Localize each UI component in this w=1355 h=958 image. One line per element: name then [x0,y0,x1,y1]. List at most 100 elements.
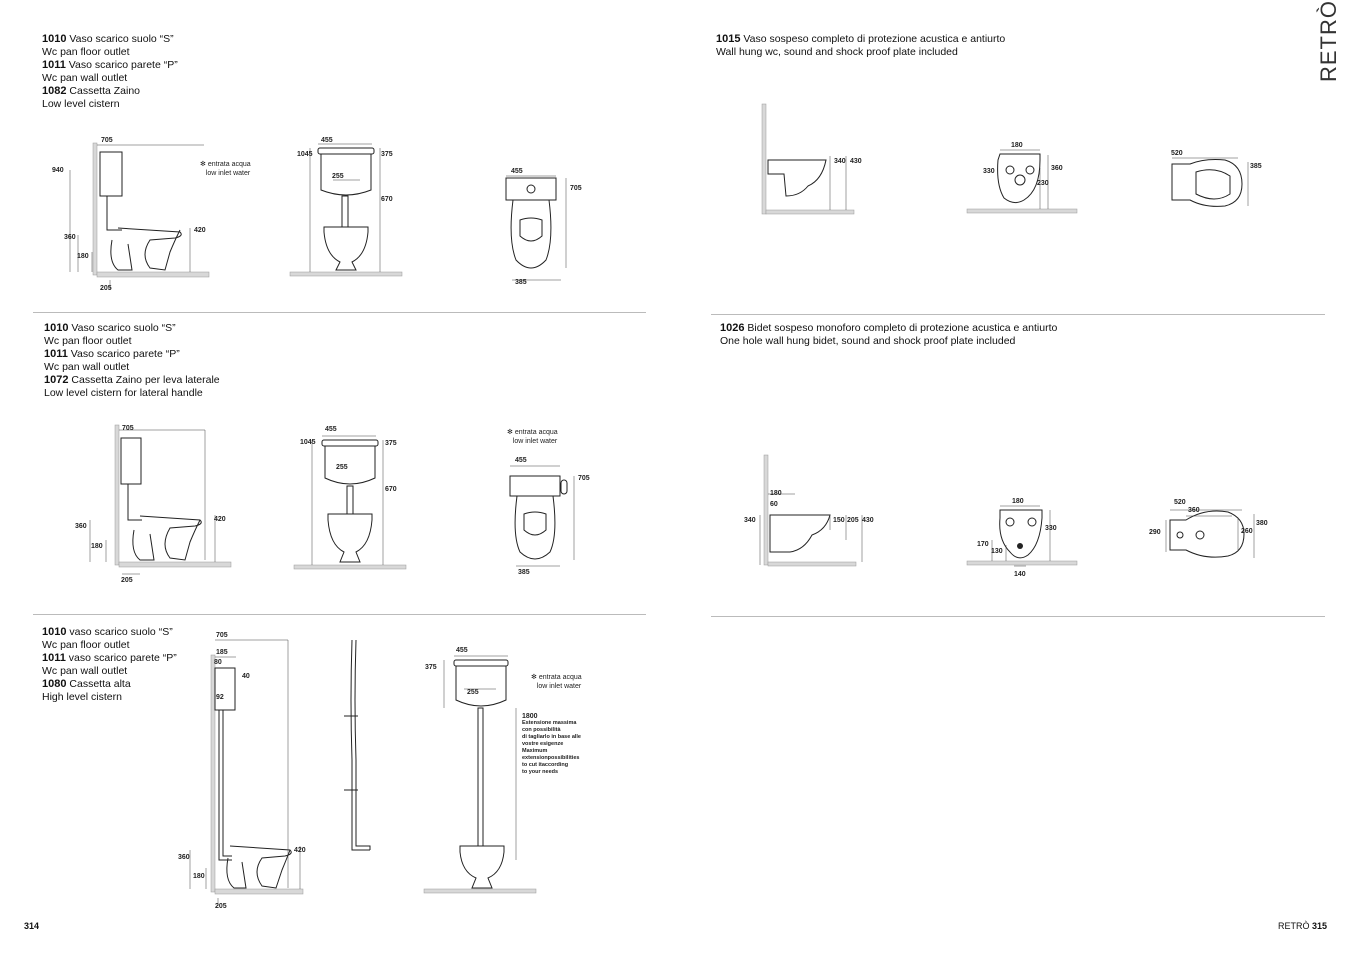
dimension-label: 430 [862,517,874,524]
dimension-label: 520 [1171,150,1183,157]
product-name: Vaso scarico suolo “S” [68,322,176,334]
dimension-label: 340 [834,158,846,165]
side-view-toilet-low-cistern-2 [89,424,232,575]
dimension-label: 940 [52,167,64,174]
brand-logo: RETRÒ [1316,0,1341,82]
extension-line: con possibilità [522,727,561,733]
top-view-toilet-2 [509,465,575,567]
dimension-label: 180 [1012,498,1024,505]
product-code: 1072 [44,374,69,386]
extension-text: Estensione massima con possibilità di ta… [522,720,581,776]
extension-value: 1800 [522,713,538,720]
extension-line: extensionpossibilities [522,755,580,761]
product-code: 1011 [44,348,68,360]
product-code: 1026 [720,322,745,334]
dimension-label: 375 [425,664,437,671]
dimension-label: 150 [833,517,845,524]
product-name-en: Wc pan wall outlet [44,361,130,373]
asterisk-icon: ✻ [200,161,206,168]
dimension-label: 255 [332,173,344,180]
product-code: 1015 [716,33,741,45]
product-name: Cassetta Zaino per leva laterale [68,374,220,386]
dimension-label: 360 [75,523,87,530]
dimension-label: 130 [991,548,1003,555]
product-name: Bidet sospeso monoforo completo di prote… [744,322,1058,334]
product-name-en: Wc pan floor outlet [42,46,130,58]
dimension-label: 290 [1149,529,1161,536]
section-2-title: 1010 Vaso scarico suolo “S” Wc pan floor… [44,322,220,400]
dimension-label: 705 [122,425,134,432]
section-4-title: 1015 Vaso sospeso completo di protezione… [716,33,1005,59]
side-view-toilet-high-cistern [189,639,304,906]
footer-brand: RETRÒ 315 [1278,921,1327,931]
dimension-label: 330 [983,168,995,175]
section-5-title: 1026 Bidet sospeso monoforo completo di … [720,322,1057,348]
dimension-label: 260 [1241,528,1253,535]
product-name: Cassetta Zaino [66,85,141,97]
dimension-label: 360 [1051,165,1063,172]
dimension-label: 205 [215,903,227,910]
side-view-wall-hung-bidet [759,454,863,567]
asterisk-icon: ✻ [531,674,537,681]
page-number-left: 314 [24,921,40,931]
product-name: vaso scarico suolo “S” [66,626,173,638]
dimension-label: 1045 [300,439,316,446]
extension-note: 1800 Estensione massima con possibilità … [522,713,581,776]
divider [711,616,1325,617]
product-name-en: High level cistern [42,691,122,703]
dimension-label: 670 [385,486,397,493]
product-name-en: Low level cistern [42,98,120,110]
dimension-label: 140 [1014,571,1026,578]
dimension-label: 455 [325,426,337,433]
dimension-label: 455 [511,168,523,175]
side-view-wall-hung-wc [761,103,855,215]
dimension-label: 420 [194,227,206,234]
dimension-label: 170 [977,541,989,548]
product-name-en: Wc pan wall outlet [42,665,128,677]
dimension-label: 330 [1045,525,1057,532]
extension-line: to your needs [522,769,559,775]
dimension-label: 180 [193,873,205,880]
dimension-label: 385 [515,279,527,286]
divider [711,314,1325,315]
product-code: 1082 [42,85,67,97]
dimension-label: 375 [385,440,397,447]
section-1-title: 1010 Vaso scarico suolo “S” Wc pan floor… [42,33,178,111]
dimension-label: 420 [214,516,226,523]
footer-brand-text: RETRÒ [1278,921,1310,931]
dimension-label: 380 [1256,520,1268,527]
dimension-label: 180 [91,543,103,550]
note-en: low inlet water [205,170,251,177]
product-name: Vaso sospeso completo di protezione acus… [740,33,1006,45]
dimension-label: 705 [216,632,228,639]
front-view-toilet-high-cistern [423,655,537,894]
note-it: entrata acqua [538,674,582,681]
dimension-label: 1045 [297,151,313,158]
dimension-label: 455 [515,457,527,464]
top-view-toilet-1 [505,175,567,281]
extension-line: Estensione massima [522,720,577,726]
dimension-label: 205 [847,517,859,524]
dimension-label: 180 [77,253,89,260]
extension-line: vostre esigenze [522,741,564,747]
product-name-en: One hole wall hung bidet, sound and shoc… [720,335,1016,347]
product-name: Vaso scarico parete “P” [67,348,180,360]
dimension-label: 360 [1188,507,1200,514]
extension-line: Maximum [522,748,548,754]
product-name-en: Low level cistern for lateral handle [44,387,203,399]
dimension-label: 80 [214,659,222,666]
product-name: Vaso scarico parete “P” [65,59,178,71]
dimension-label: 340 [744,517,756,524]
dimension-label: 385 [1250,163,1262,170]
product-name-en: Wc pan floor outlet [42,639,130,651]
product-name: Vaso scarico suolo “S” [66,33,174,45]
dimension-label: 92 [216,694,224,701]
dimension-label: 455 [456,647,468,654]
dimension-label: 360 [64,234,76,241]
dimension-label: 455 [321,137,333,144]
section-3-title: 1010 vaso scarico suolo “S” Wc pan floor… [42,626,177,704]
product-code: 1010 [42,33,67,45]
product-code: 1011 [42,59,66,71]
extension-line: to cut itaccording [522,762,569,768]
